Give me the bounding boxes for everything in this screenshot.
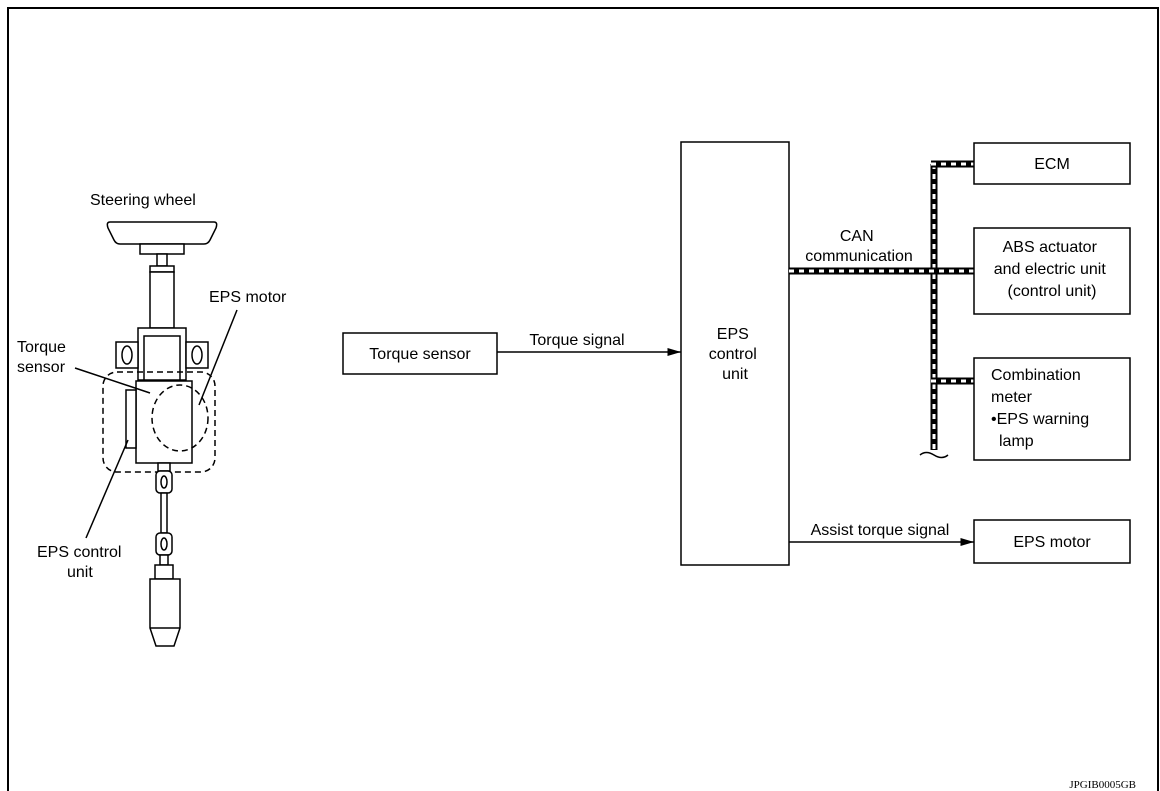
eps-control-unit-label-left: EPS control unit [37,544,126,581]
can-communication-label: CAN communication [805,228,913,265]
figure-frame [7,7,1159,791]
steering-gear-drawing [149,578,181,647]
ecm-box [973,142,1131,185]
combination-meter-box [973,357,1131,461]
assist-torque-signal-label: Assist torque signal [811,522,950,539]
abs-box [973,227,1131,315]
eps-motor-outline [151,384,209,452]
can-bus [789,160,974,459]
eps-motor-box-label: EPS motor [1013,534,1091,551]
steering-column-illustration: Steering wheel EPS motor [17,192,287,647]
steering-wheel-drawing [106,221,218,245]
torque-sensor-box [342,332,498,375]
eps-control-unit-box [680,141,790,566]
torque-sensor-housing [135,380,193,464]
figure-code: JPGIB0005GB [1069,779,1136,791]
torque-sensor-box-label: Torque sensor [369,346,471,363]
eps-motor-label-left: EPS motor [209,289,287,306]
ecm-label: ECM [1034,156,1070,173]
combination-meter-label: Combination meter •EPS warning lamp [991,367,1094,450]
abs-label: ABS actuator and electric unit (control … [994,239,1111,300]
torque-sensor-label-left: Torque sensor [17,339,70,376]
block-diagram: Torque sensor Torque signal EPS control … [342,141,1131,566]
torque-signal-label: Torque signal [529,332,624,349]
eps-control-unit-box-label: EPS control unit [709,326,761,383]
steering-wheel-label: Steering wheel [90,192,196,209]
eps-motor-box [973,519,1131,564]
